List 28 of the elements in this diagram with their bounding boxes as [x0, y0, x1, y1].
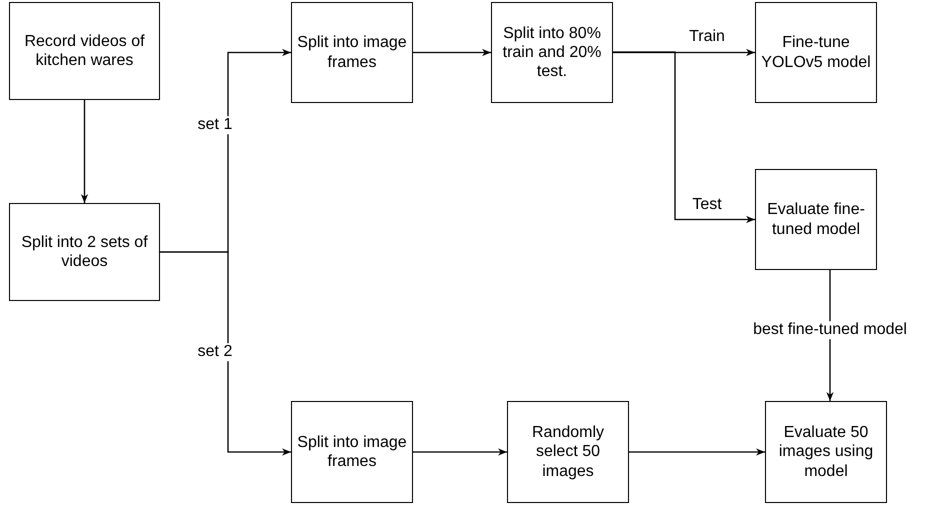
arrow	[613, 48, 755, 56]
arrow	[629, 448, 765, 456]
process-box	[9, 203, 160, 301]
edge-label: set 1	[196, 116, 234, 134]
process-box	[9, 2, 160, 100]
process-box	[755, 169, 877, 270]
arrow	[413, 48, 491, 56]
step-text: Randomly select 50 images	[530, 423, 606, 481]
arrow	[80, 100, 88, 203]
process-box	[291, 401, 413, 503]
step-text: Fine-tune YOLOv5 model	[760, 33, 872, 72]
process-box	[291, 2, 413, 103]
step-text: Split into 2 sets of videos	[20, 232, 149, 272]
step-text: Evaluate fine-tuned model	[766, 200, 866, 239]
process-box	[765, 401, 887, 503]
arrow	[160, 251, 291, 456]
arrow	[613, 51, 755, 224]
step-text: Split into image frames	[296, 432, 408, 472]
step-text: Split into image frames	[296, 33, 408, 72]
process-box	[507, 401, 629, 503]
process-box	[491, 2, 613, 103]
step-text: Evaluate 50 images using model	[778, 423, 874, 481]
step-text: Split into 80% train and 20% test.	[502, 24, 602, 82]
edge-label: best fine-tuned model	[752, 321, 908, 339]
edge-label: set 2	[196, 343, 234, 361]
arrow	[413, 448, 507, 456]
process-box	[755, 2, 877, 103]
step-text: Record videos of kitchen wares	[23, 32, 146, 70]
